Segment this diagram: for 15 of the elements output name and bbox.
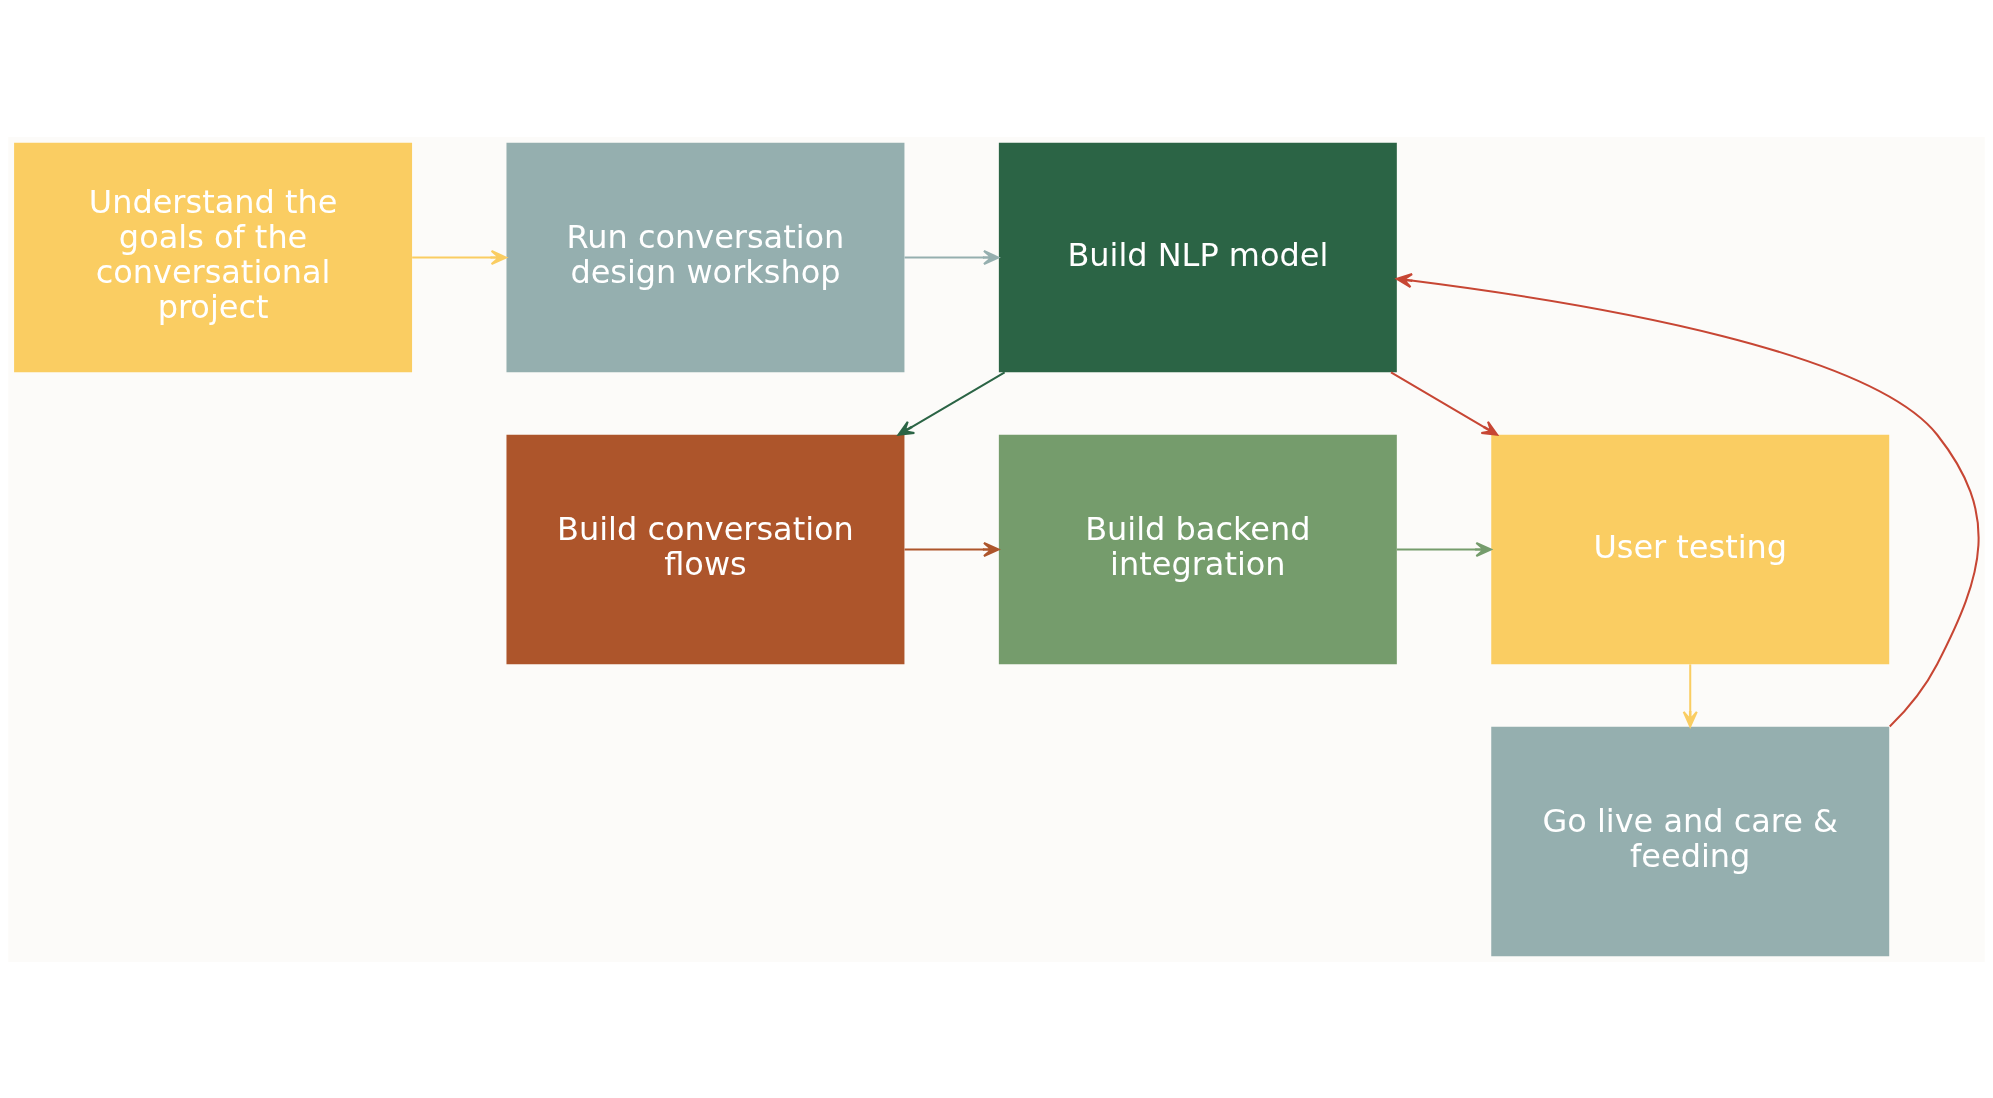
arrow — [412, 249, 508, 265]
node-box: Build conversation flows — [506, 434, 905, 664]
node-box: Go live and care & feeding — [1491, 726, 1890, 956]
arrow — [1682, 663, 1698, 727]
node-box: Run conversation design workshop — [506, 142, 905, 372]
node-box: Build backend integration — [998, 434, 1397, 664]
arrow — [1396, 541, 1492, 557]
node-box: Build NLP model — [998, 142, 1397, 372]
arrow — [897, 371, 1006, 436]
arrow — [904, 249, 1000, 265]
arrow — [904, 541, 1000, 557]
arrow — [1390, 371, 1499, 436]
node-box: Understand the goals of the conversational project — [14, 142, 413, 372]
arrow — [1395, 272, 1980, 727]
node-box: User testing — [1491, 434, 1890, 664]
